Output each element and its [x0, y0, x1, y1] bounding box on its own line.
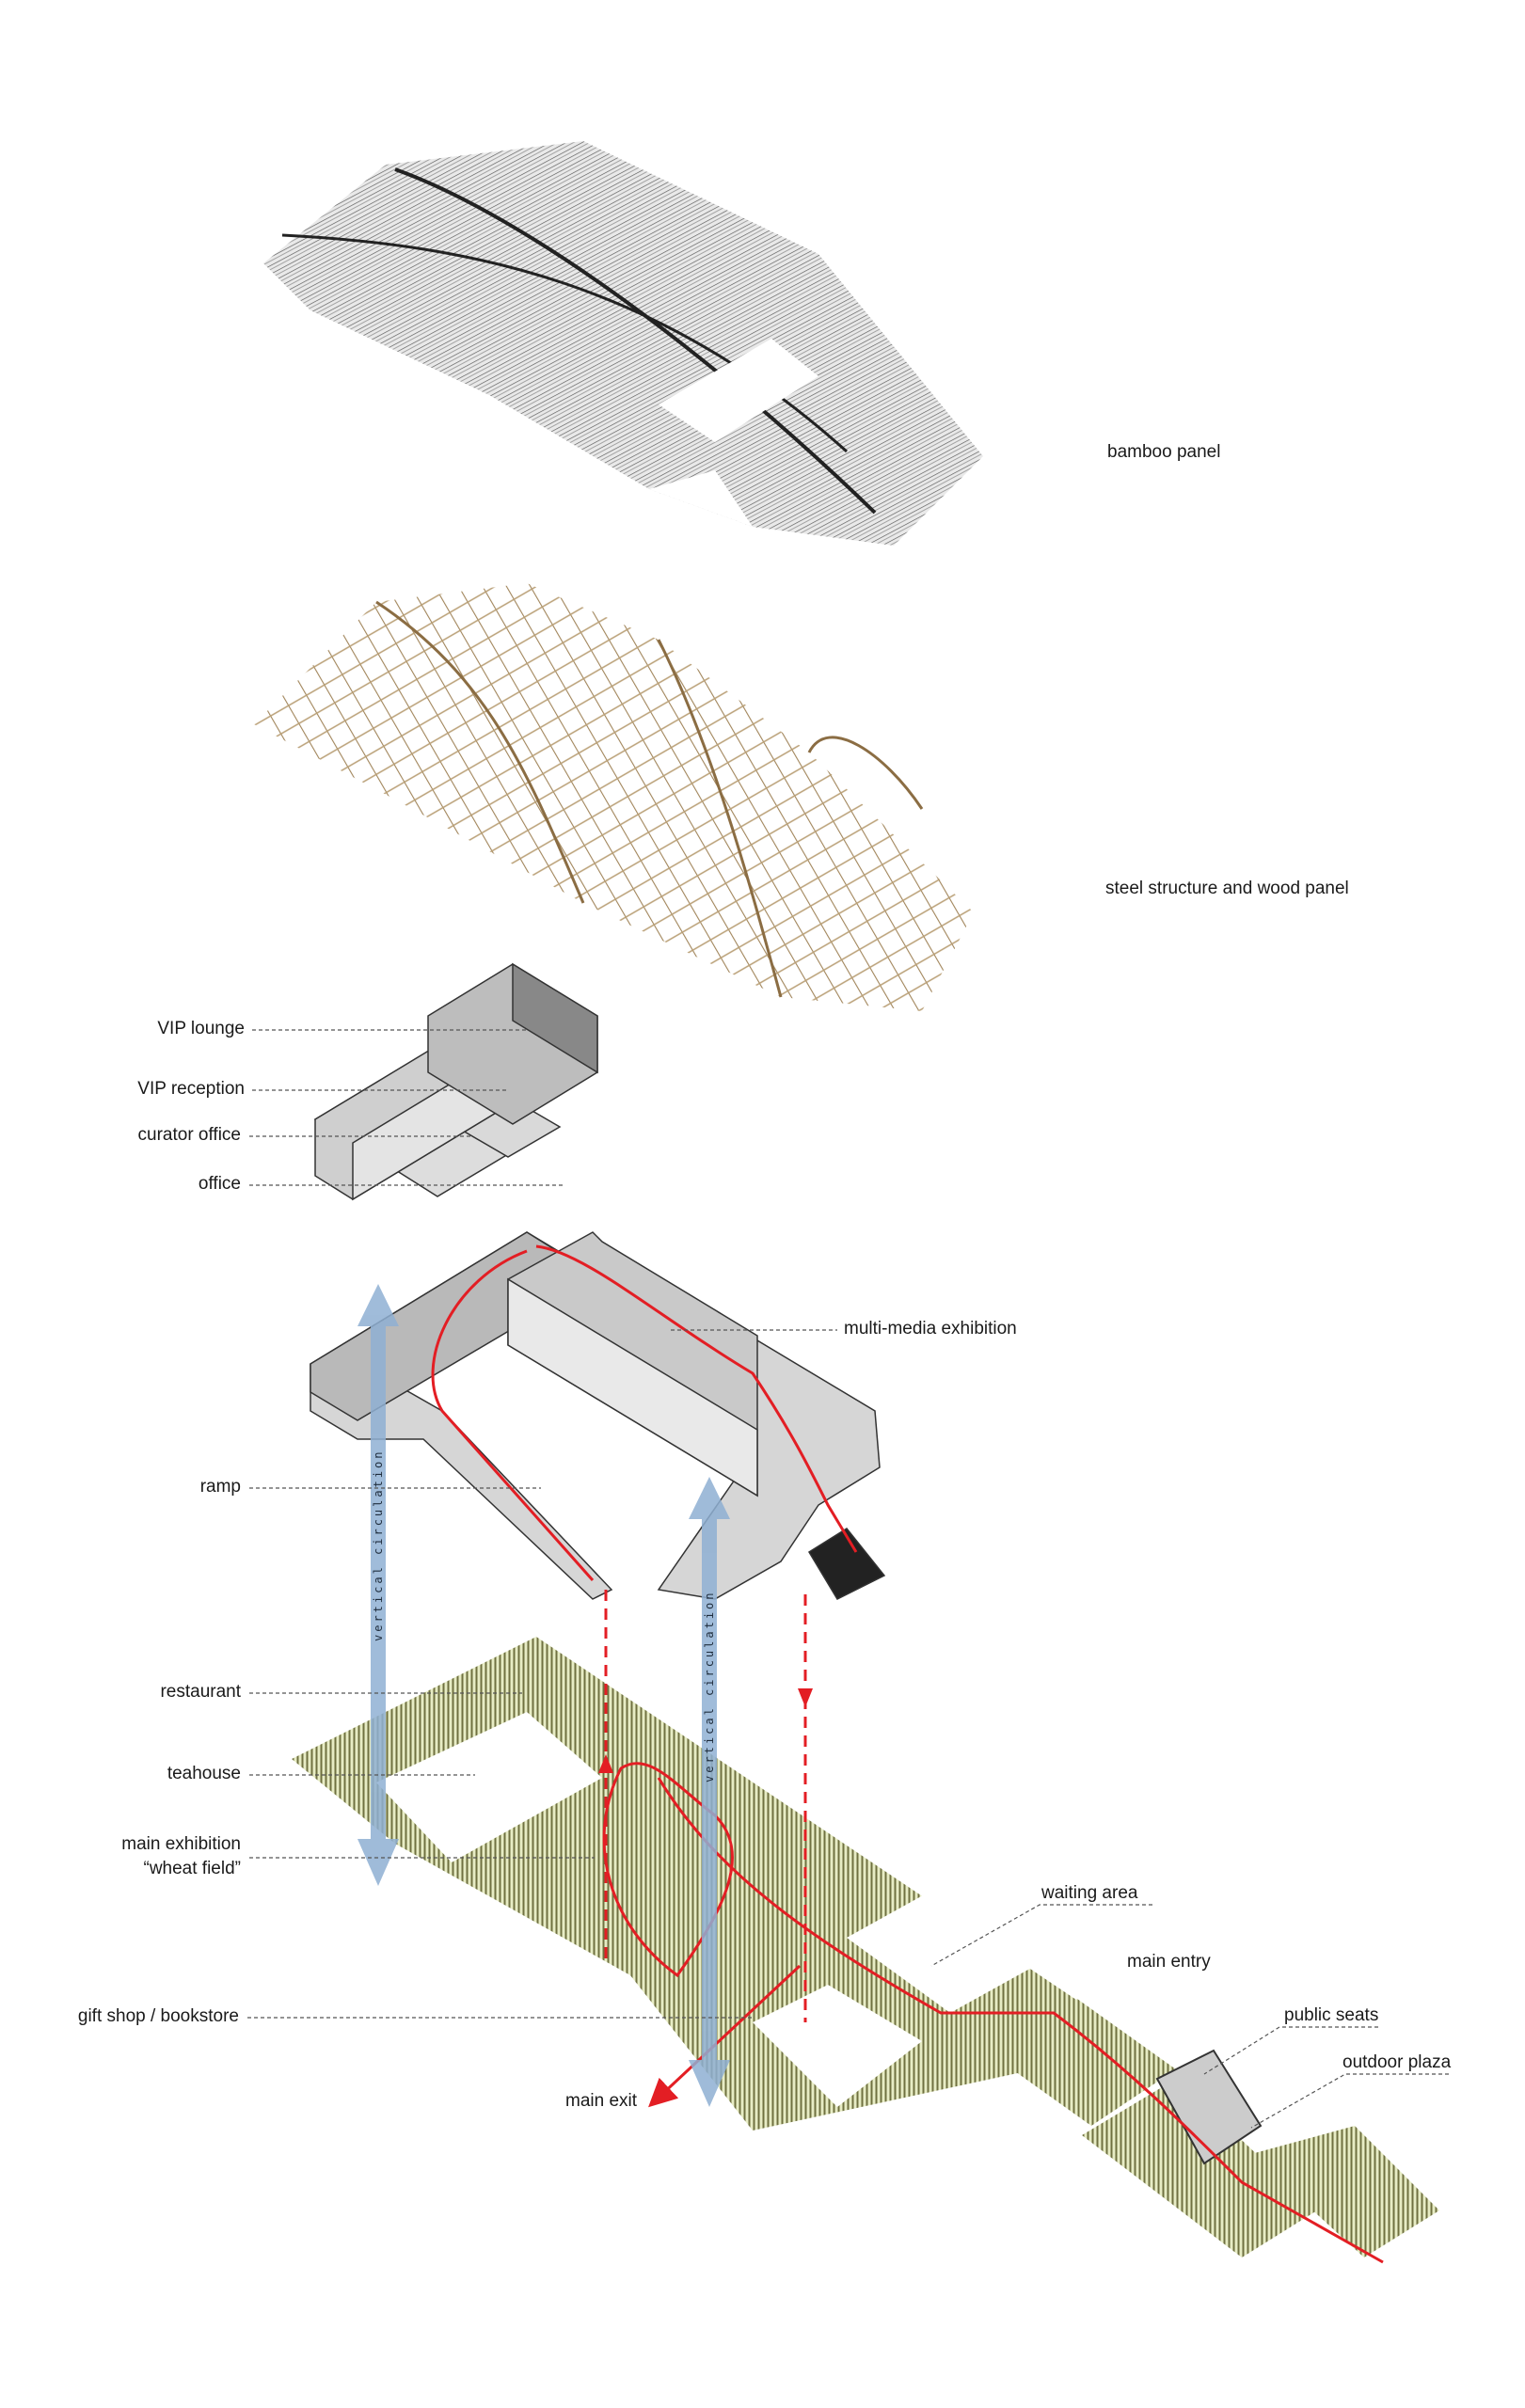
label-outdoor-plaza: outdoor plaza	[1342, 2052, 1452, 2072]
label-bamboo-panel: bamboo panel	[1107, 442, 1221, 462]
label-curator-office: curator office	[137, 1125, 241, 1145]
label-vip-reception: VIP reception	[137, 1079, 245, 1099]
label-waiting-area: waiting area	[1041, 1883, 1138, 1903]
leader-lines	[247, 1029, 1449, 2129]
label-ramp: ramp	[199, 1477, 241, 1497]
label-public-seats: public seats	[1284, 2005, 1379, 2025]
bamboo-panel-layer	[263, 141, 983, 546]
down-arrow-icon	[798, 1688, 813, 1707]
label-gift-shop: gift shop / bookstore	[77, 2006, 239, 2026]
label-main-exit: main exit	[565, 2091, 638, 2111]
vertical-circulation-arrows	[357, 1284, 730, 2107]
office-floor	[313, 962, 598, 1201]
label-teahouse: teahouse	[167, 1764, 241, 1783]
label-steel-structure: steel structure and wood panel	[1105, 879, 1349, 898]
exhibition-floor	[310, 1231, 886, 1600]
label-vertical-circulation-2: vertical circulation	[703, 1590, 716, 1783]
label-vertical-circulation-1: vertical circulation	[372, 1449, 385, 1642]
label-office: office	[198, 1174, 241, 1194]
label-main-exhibition: main exhibition	[121, 1834, 241, 1854]
floor-transfer-lines	[604, 1590, 807, 2022]
label-main-entry: main entry	[1127, 1952, 1211, 1972]
label-restaurant: restaurant	[160, 1682, 241, 1702]
label-multi-media-exhibition: multi-media exhibition	[844, 1319, 1017, 1339]
label-vip-lounge: VIP lounge	[157, 1019, 245, 1038]
steel-structure-layer	[254, 583, 974, 1011]
up-arrow-icon	[598, 1754, 613, 1773]
label-wheat-field: “wheat field”	[143, 1859, 242, 1878]
ground-floor-wheat-field	[292, 1637, 1439, 2264]
